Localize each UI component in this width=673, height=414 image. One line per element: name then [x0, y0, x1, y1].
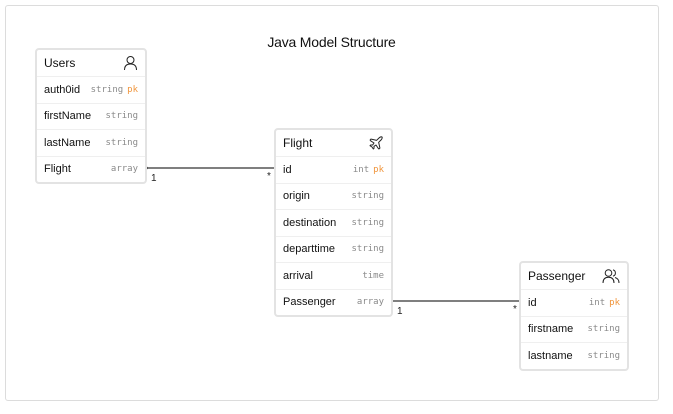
field-name: Passenger [283, 296, 336, 309]
field-name: auth0id [44, 83, 81, 96]
field-type: string [587, 350, 620, 361]
cardinality-label: 1 [151, 173, 157, 184]
field-type: string [587, 324, 620, 335]
field-row[interactable]: lastname string [521, 342, 627, 369]
field-name: lastName [44, 136, 91, 149]
field-name: origin [283, 190, 310, 203]
field-name: departtime [283, 243, 335, 256]
field-row[interactable]: lastName string [37, 129, 145, 156]
field-type: array [356, 297, 384, 308]
field-type: string [351, 217, 384, 228]
primary-key-badge: pk [127, 84, 138, 95]
users-icon [602, 268, 620, 284]
field-name: firstname [528, 323, 574, 336]
diagram-title: Java Model Structure [267, 34, 396, 50]
field-row[interactable]: Flight array [37, 155, 145, 183]
field-type: string [105, 111, 138, 122]
field-name: id [283, 163, 292, 176]
field-row[interactable]: destination string [276, 209, 391, 236]
field-type: time [362, 270, 384, 281]
field-row[interactable]: departtime string [276, 235, 391, 263]
field-row[interactable]: arrival time [276, 262, 391, 289]
field-row[interactable]: firstname string [521, 315, 627, 343]
field-row[interactable]: Passenger array [276, 288, 391, 316]
field-name: lastname [528, 349, 573, 362]
entity-title: Passenger [528, 269, 586, 283]
field-type: string [351, 244, 384, 255]
field-row[interactable]: origin string [276, 182, 391, 210]
field-name: id [528, 296, 537, 309]
cardinality-label: * [513, 304, 517, 315]
entity-title: Users [44, 56, 76, 70]
field-name: arrival [283, 269, 313, 282]
field-type: string [351, 191, 384, 202]
primary-key-badge: pk [373, 164, 384, 175]
user-icon [123, 55, 138, 71]
field-type-label: int [588, 297, 606, 308]
field-type-label: string [90, 84, 124, 95]
field-row[interactable]: firstName string [37, 102, 145, 130]
field-type: array [110, 164, 138, 175]
field-name: firstName [44, 110, 92, 123]
airplane-icon [368, 135, 384, 151]
field-name: destination [283, 216, 337, 229]
cardinality-label: * [267, 171, 271, 182]
field-name: Flight [44, 163, 71, 176]
field-type: string [105, 137, 138, 148]
cardinality-label: 1 [397, 306, 403, 317]
entity-title: Flight [283, 136, 313, 150]
primary-key-badge: pk [609, 297, 620, 308]
field-type-label: int [352, 164, 370, 175]
